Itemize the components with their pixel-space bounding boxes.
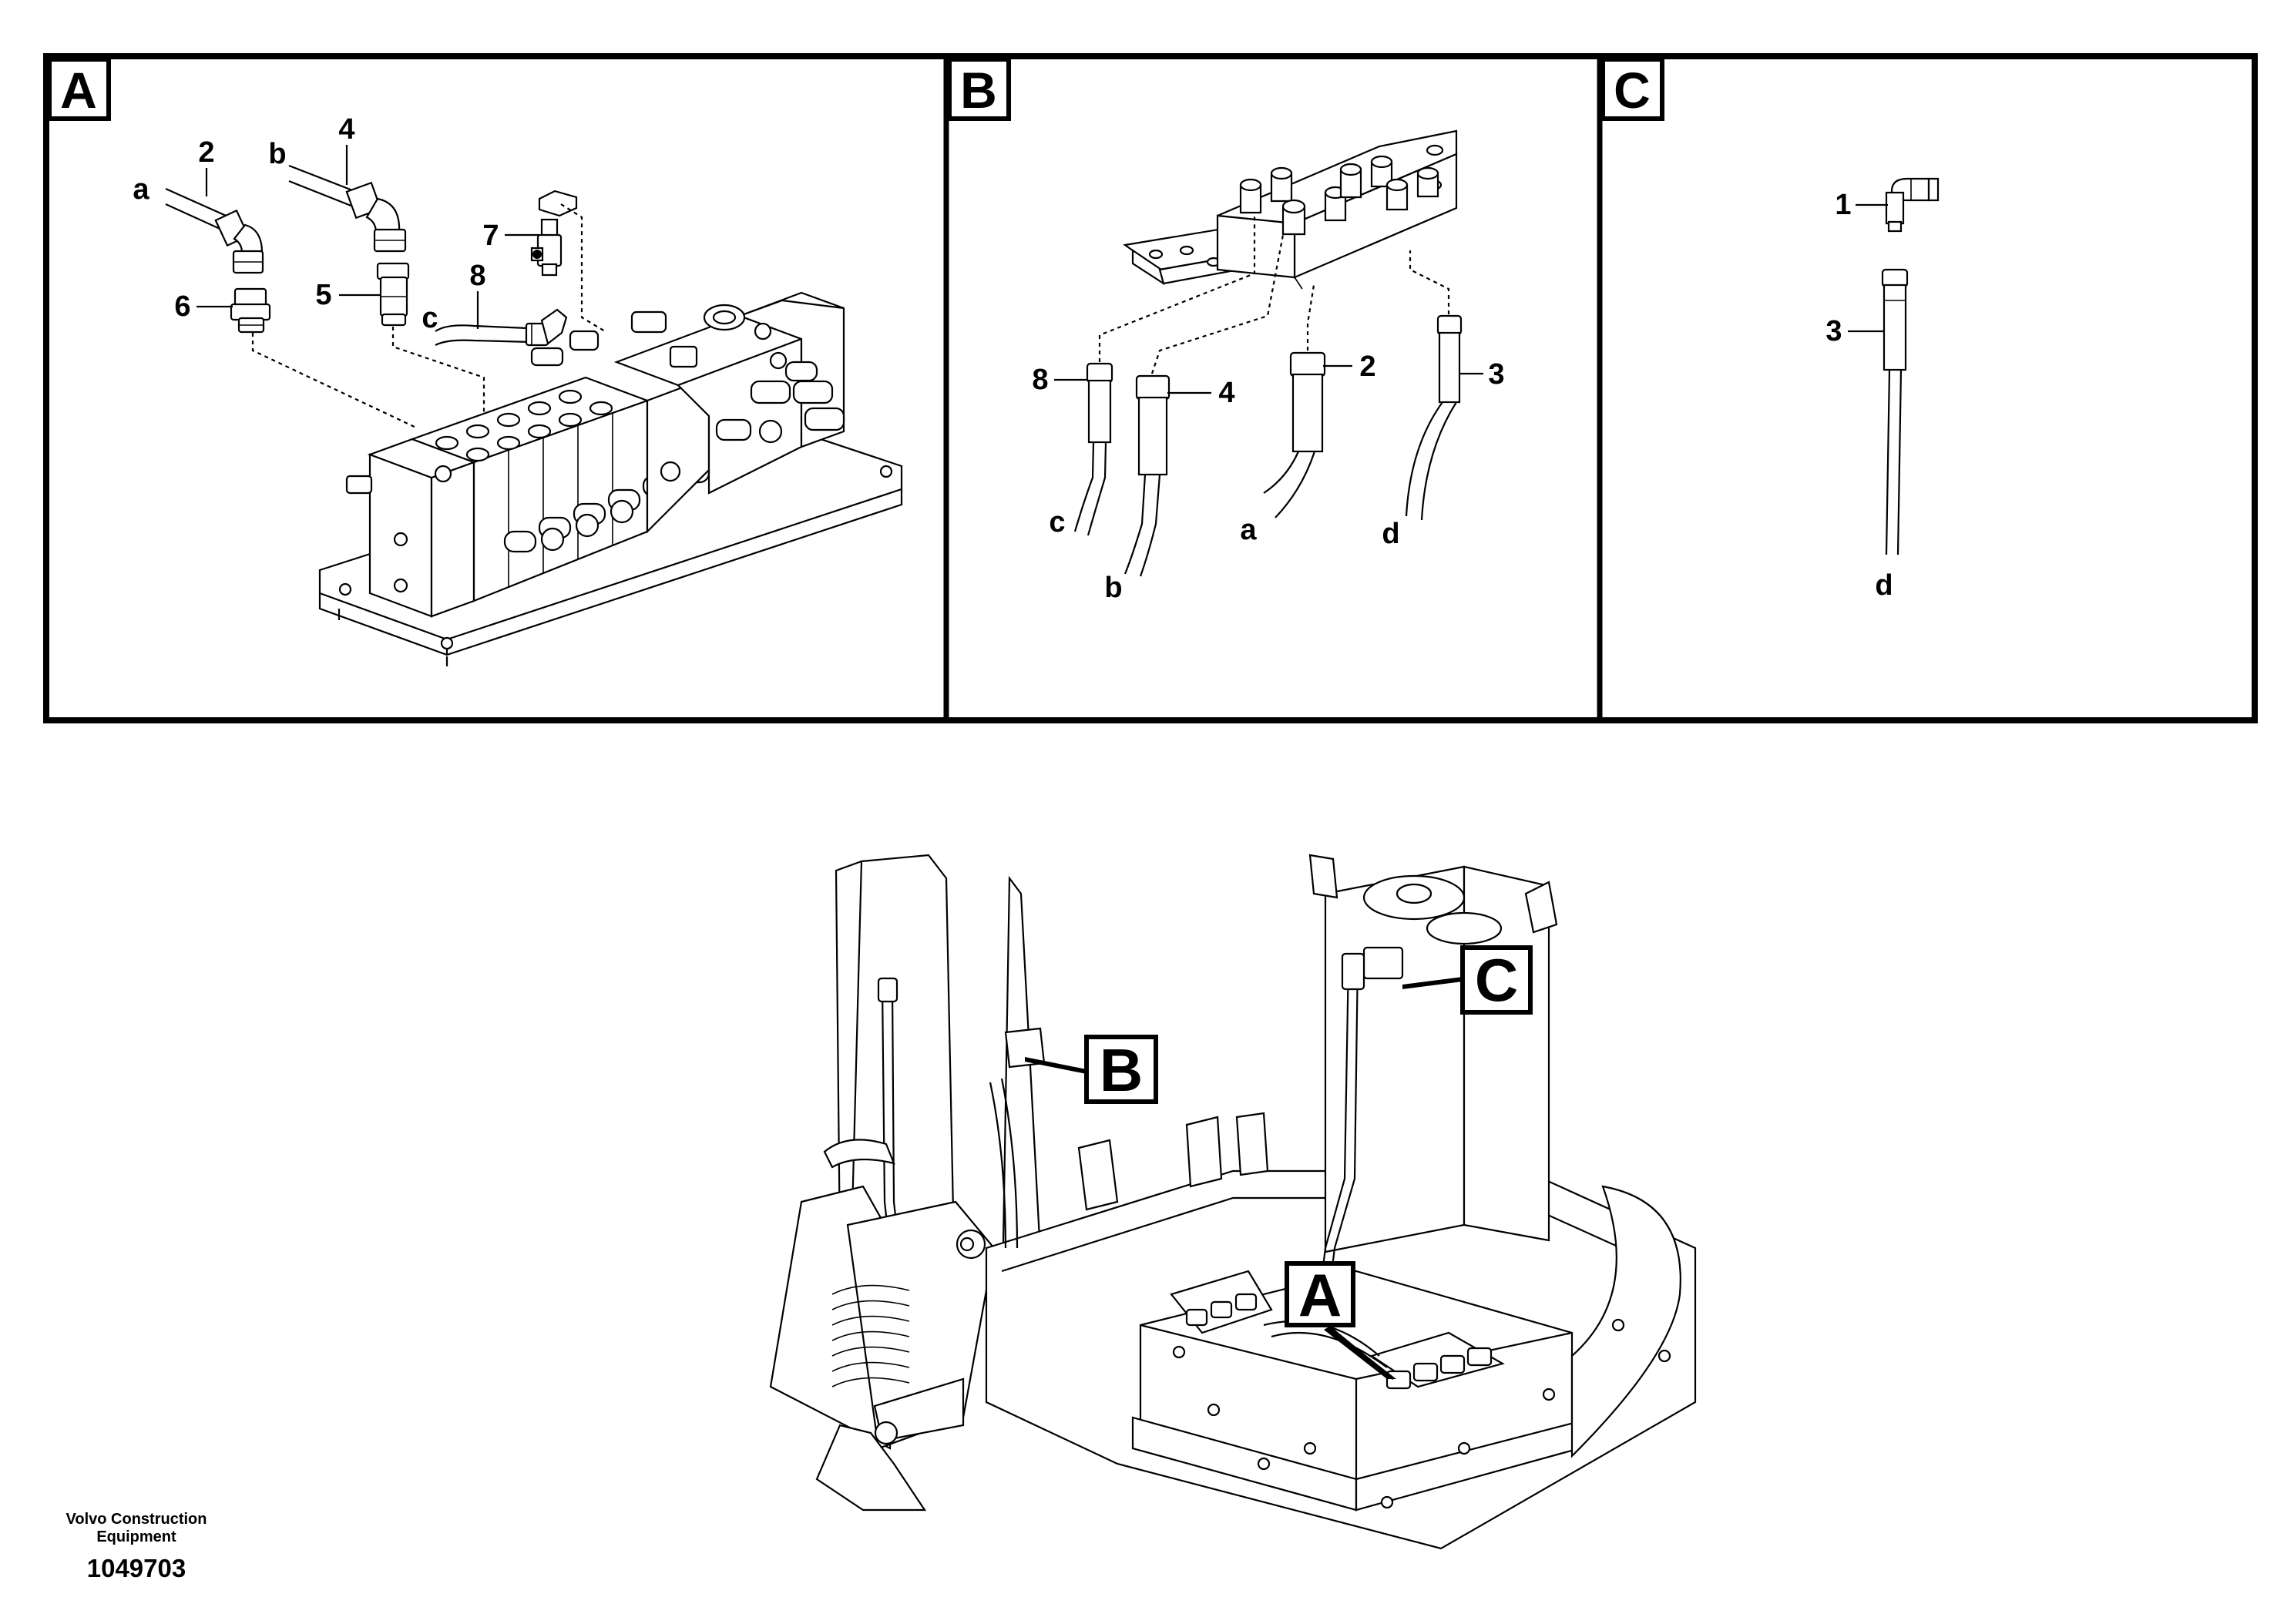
panel-a: 2 4 a b 7 8 6 5 c: [133, 113, 903, 666]
manifold-ports: [1239, 155, 1439, 236]
hose-b-2: [1263, 351, 1326, 518]
hose-b-3: [1405, 314, 1463, 521]
label-b-a: a: [1240, 514, 1257, 546]
label-b-3: 3: [1488, 358, 1504, 391]
elbow-fitting-1: [1885, 177, 1940, 233]
hose-8: [435, 308, 568, 347]
label-8: 8: [469, 260, 485, 292]
machine-overview: A B C: [769, 854, 1697, 1550]
manifold-bracket: [1123, 129, 1458, 290]
hose-coils: [831, 1284, 910, 1387]
panel-b-letter: B: [960, 62, 997, 119]
label-b: b: [268, 138, 286, 170]
label-b-b: b: [1104, 572, 1122, 604]
callout-c: C: [1402, 945, 1533, 1015]
upper-frame: [985, 854, 1697, 1550]
callout-b-letter: B: [1100, 1036, 1143, 1104]
footer: Volvo Construction Equipment 1049703: [66, 1511, 207, 1582]
installed-valves: [1170, 1270, 1505, 1390]
brand-line-2: Equipment: [96, 1528, 176, 1545]
brand-line-1: Volvo Construction: [66, 1511, 207, 1528]
label-c-3: 3: [1825, 315, 1842, 347]
label-b-2: 2: [1359, 351, 1375, 383]
label-b-8: 8: [1032, 364, 1048, 396]
label-b-c: c: [1049, 506, 1065, 539]
label-7: 7: [482, 220, 499, 252]
panel-b: 8 4 2 3 c b a d: [1032, 129, 1505, 604]
fitting-7: [530, 190, 578, 277]
callout-c-letter: C: [1475, 946, 1518, 1014]
panel-b-letter-box: B: [947, 57, 1011, 121]
label-b-4: 4: [1218, 377, 1234, 409]
fitting-6: [230, 287, 271, 334]
label-2: 2: [198, 136, 214, 169]
hose-4: [288, 164, 407, 253]
label-a: a: [133, 173, 149, 206]
label-b-d: d: [1382, 518, 1399, 550]
panel-c-letter: C: [1614, 62, 1651, 119]
callout-a: A: [1285, 1261, 1396, 1381]
panel-a-letter: A: [60, 62, 97, 119]
label-c-1: 1: [1835, 189, 1851, 221]
callout-b: B: [1025, 1035, 1158, 1104]
boom: [769, 854, 1046, 1512]
panel-frames: [43, 53, 2258, 723]
panel-c-letter-box: C: [1600, 57, 1664, 121]
panel-a-letter-box: A: [47, 57, 111, 121]
top-ports: [435, 389, 613, 462]
hose-2: [165, 187, 264, 274]
label-4: 4: [338, 113, 354, 146]
label-6: 6: [174, 290, 190, 323]
callout-a-letter: A: [1298, 1261, 1342, 1329]
control-valve-block: [318, 291, 903, 666]
hose-b-4: [1123, 374, 1171, 577]
fitting-5: [376, 262, 410, 327]
label-c-d: d: [1875, 569, 1893, 602]
hose-b-8: [1073, 362, 1113, 536]
label-5: 5: [315, 279, 331, 311]
hose-c-3: [1881, 268, 1909, 555]
label-c: c: [422, 302, 438, 334]
image-id: 1049703: [87, 1554, 186, 1582]
panel-c: 1 3 d: [1825, 177, 1940, 602]
